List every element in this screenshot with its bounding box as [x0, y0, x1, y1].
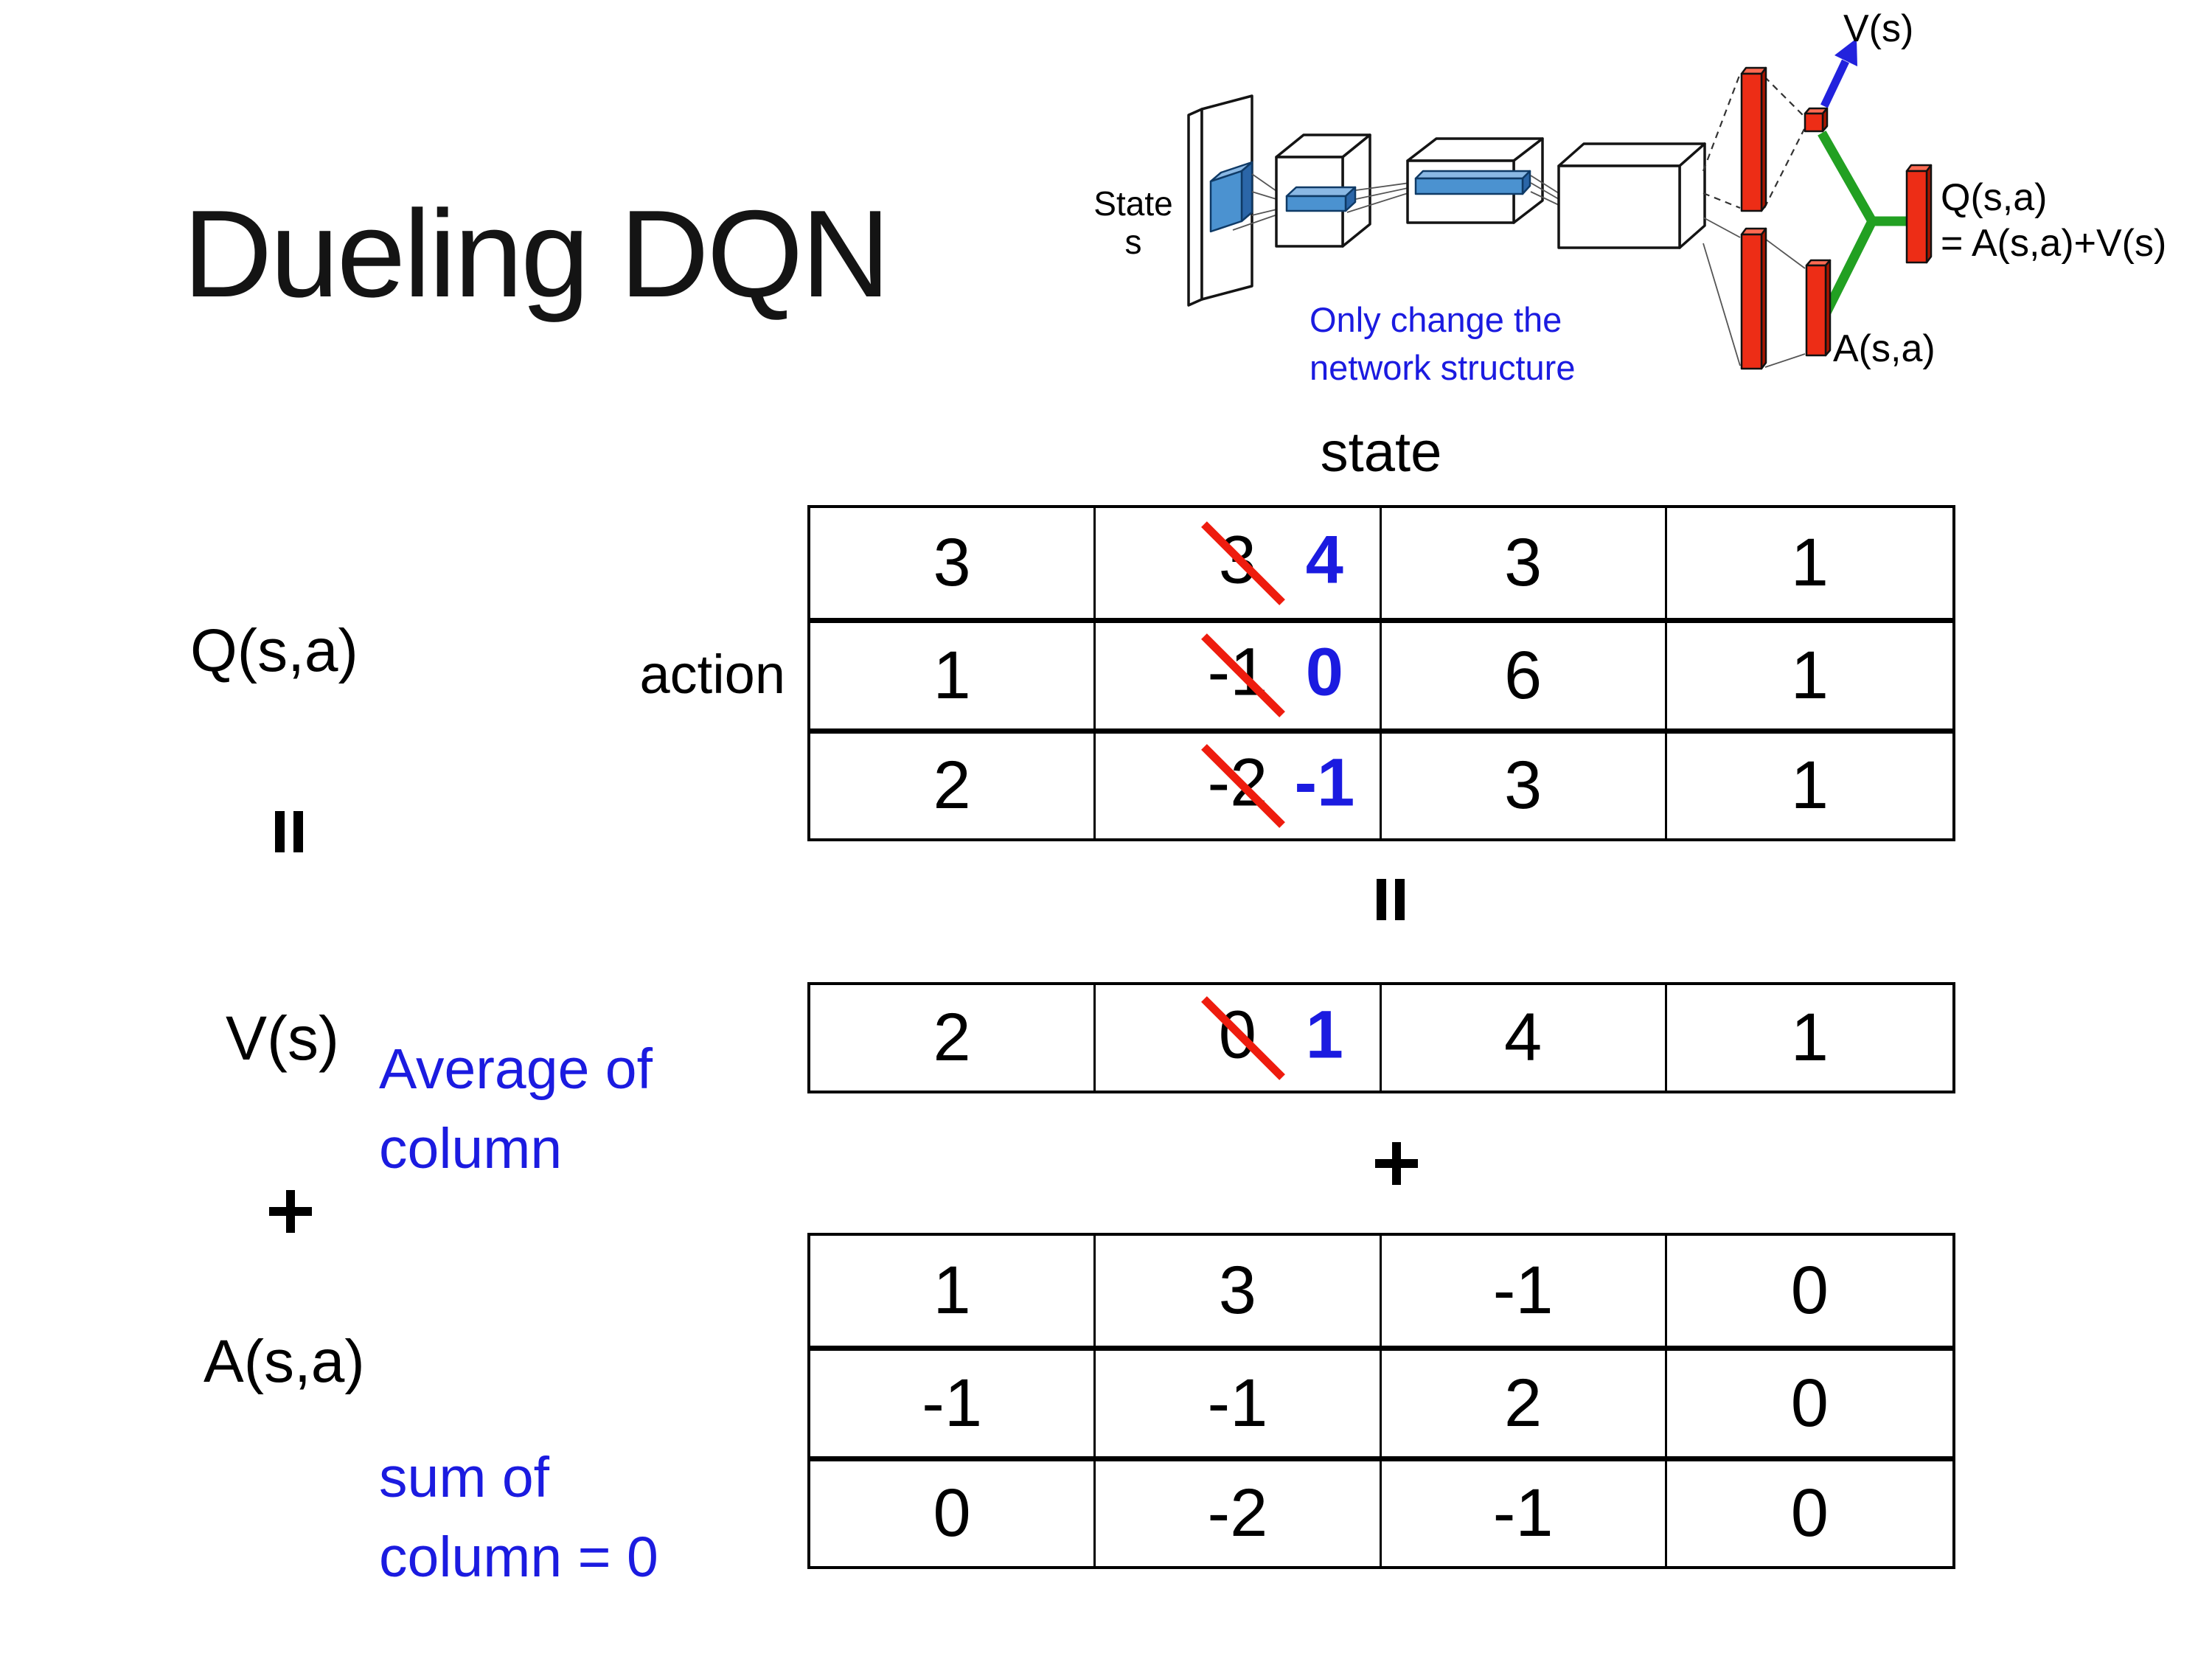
table-cell: -1	[1096, 1346, 1382, 1456]
average-of-column-note: Average of column	[379, 1037, 653, 1180]
table-cell: 1	[810, 618, 1096, 728]
table-cell: -2	[1096, 1455, 1382, 1566]
equals-sign	[1377, 879, 1405, 920]
table-cell: -1	[1382, 1236, 1667, 1346]
conv-layer-box-1	[1275, 133, 1371, 248]
equals-sign	[275, 811, 303, 852]
conv-filter-icon	[1209, 161, 1253, 233]
advantage-stream-lines	[1703, 217, 1806, 368]
combine-y-connector	[1818, 131, 1915, 318]
value-stream-dashed-lines	[1702, 73, 1805, 209]
value-output-arrow	[1820, 38, 1857, 108]
connector-fan-2	[1346, 181, 1416, 213]
table-cell: 1	[810, 1236, 1096, 1346]
table-cell-crossed: 0 1	[1096, 985, 1382, 1091]
v-output-label: V(s)	[1843, 7, 1913, 50]
state-input-label: State	[1093, 184, 1172, 223]
sum-of-column-note: sum of column = 0	[379, 1446, 658, 1589]
a-value-table: 1 3 -1 0 -1 -1 2 0 0 -2 -1 0	[807, 1233, 1955, 1569]
table-cell: 6	[1381, 618, 1667, 728]
state-axis-label: state	[1320, 421, 1442, 484]
diagram-note-line1: Only change the	[1310, 300, 1562, 339]
table-cell: 1	[1666, 618, 1952, 728]
dueling-network-diagram: State s V(s) Q(s,a) = A(s,a)+V(s) A(s,a)…	[1093, 7, 2166, 387]
table-cell: 2	[810, 728, 1096, 838]
table-cell: 3	[1381, 728, 1667, 838]
table-cell: 3	[1096, 1236, 1382, 1346]
feature-map-slab-1	[1285, 186, 1357, 212]
plus-sign	[269, 1190, 312, 1233]
table-cell: 1	[1790, 1000, 1829, 1075]
table-cell: 2	[810, 985, 1096, 1091]
value-hidden-bar	[1740, 66, 1767, 212]
table-cell: -1	[1381, 1455, 1667, 1566]
a-matrix-label: A(s,a)	[204, 1328, 365, 1395]
table-cell: 3	[810, 508, 1096, 619]
table-cell: -1	[810, 1346, 1096, 1456]
q-output-label-line2: = A(s,a)+V(s)	[1941, 222, 2166, 265]
table-cell-crossed: -2 -1	[1096, 728, 1382, 838]
new-value: 1	[1305, 996, 1343, 1072]
v-vector-label: V(s)	[226, 1004, 339, 1073]
q-output-bar	[1905, 164, 1933, 264]
connector-fan-3	[1530, 175, 1559, 206]
table-cell: 4	[1382, 985, 1667, 1091]
a-output-label: A(s,a)	[1833, 327, 1935, 370]
input-state-plane	[1187, 94, 1253, 307]
table-cell: 0	[1666, 1455, 1952, 1566]
table-cell-crossed: -1 0	[1096, 618, 1382, 728]
table-cell: 1	[1666, 728, 1952, 838]
page-title: Dueling DQN	[183, 184, 891, 323]
new-value: -1	[1294, 745, 1355, 821]
advantage-hidden-bar	[1740, 227, 1767, 370]
state-input-sublabel: s	[1125, 223, 1142, 261]
action-axis-label: action	[639, 644, 785, 705]
table-cell: 1	[1790, 525, 1829, 601]
plus-sign	[1375, 1142, 1418, 1185]
table-cell: 0	[1666, 1346, 1952, 1455]
new-value: 0	[1305, 634, 1343, 710]
diagram-note-line2: network structure	[1310, 348, 1575, 387]
q-matrix-label: Q(s,a)	[190, 617, 358, 684]
table-cell: 3	[1382, 508, 1667, 619]
table-cell: 0	[1790, 1253, 1829, 1329]
q-output-label-line1: Q(s,a)	[1941, 176, 2047, 219]
table-cell: 0	[810, 1455, 1096, 1566]
table-cell-crossed: 3 4	[1096, 508, 1382, 619]
hidden-layer-box	[1557, 142, 1706, 249]
value-scalar-node	[1804, 107, 1829, 133]
advantage-vector-bar	[1805, 259, 1832, 357]
table-cell: 2	[1381, 1346, 1667, 1456]
feature-map-slab-2	[1414, 170, 1531, 195]
new-value: 4	[1305, 521, 1343, 597]
q-value-table: 3 3 4 3 1 1 -1 0 6 1 2 -2 -1 3 1	[807, 505, 1955, 841]
v-value-row: 2 0 1 4 1	[807, 982, 1955, 1093]
